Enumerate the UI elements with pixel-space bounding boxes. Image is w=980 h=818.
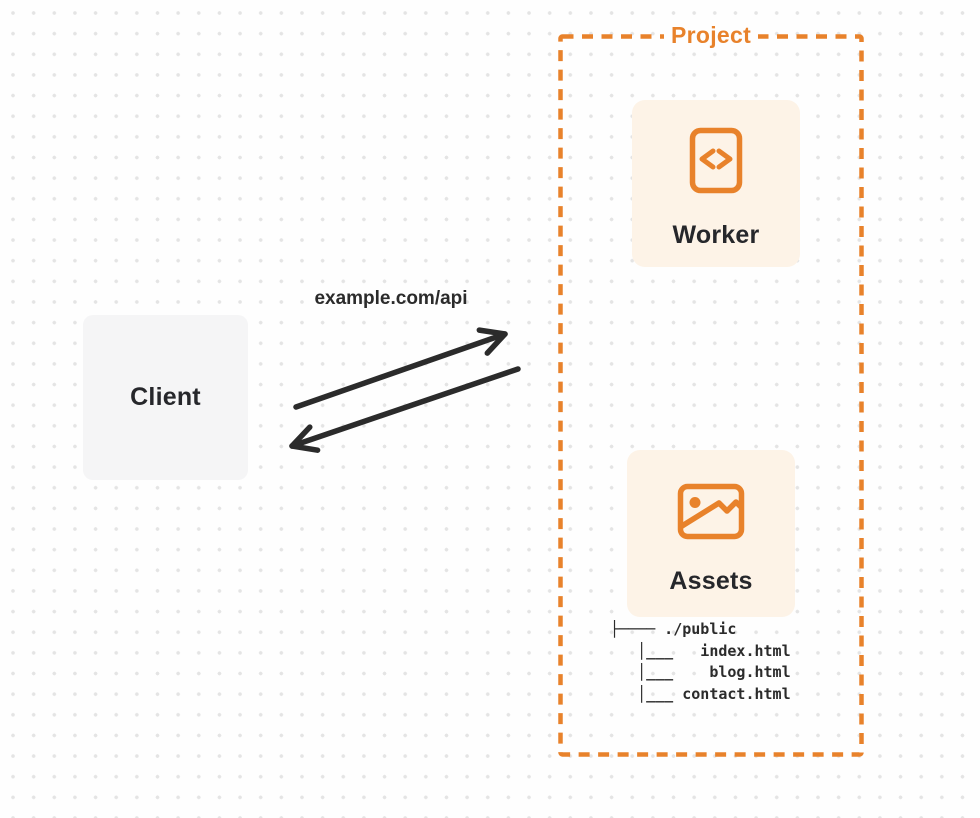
assets-label: Assets xyxy=(669,567,753,595)
file-tree-root: ├──── ./public xyxy=(610,620,737,638)
project-label: Project xyxy=(663,20,759,50)
request-arrow xyxy=(293,327,508,410)
client-label: Client xyxy=(130,383,201,411)
worker-card: Worker xyxy=(632,100,800,267)
file-tree-item-blog: │___ blog.html xyxy=(610,663,791,681)
code-file-icon xyxy=(689,127,743,194)
client-node: Client xyxy=(83,315,248,480)
file-tree-item-index: │___ index.html xyxy=(610,641,791,660)
file-tree-item-contact: │___ contact.html xyxy=(610,684,791,703)
image-icon xyxy=(677,483,745,540)
response-arrow xyxy=(289,366,521,453)
project-group-title: Project xyxy=(560,20,862,50)
file-tree: ├──── ./public │___ index.html │___ blog… xyxy=(610,619,791,705)
assets-card: Assets xyxy=(627,450,795,617)
request-url-label: example.com/api xyxy=(314,288,468,309)
worker-label: Worker xyxy=(672,221,760,249)
